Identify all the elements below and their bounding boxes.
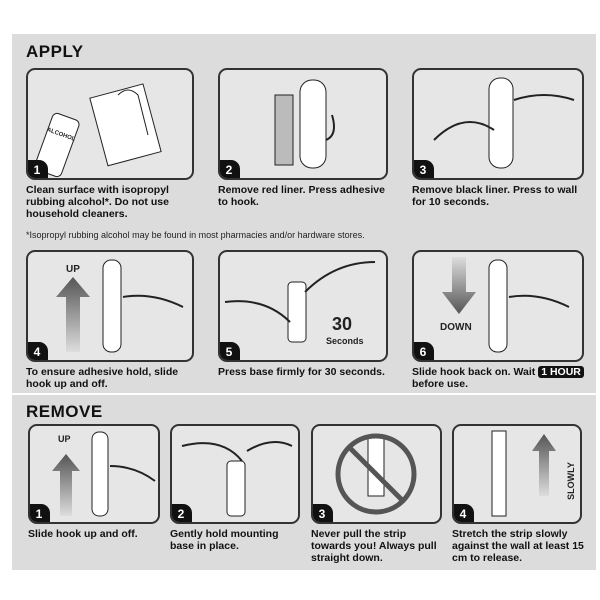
step-number: 6 [414,342,434,360]
remove-step-3-panel: 3 [311,424,442,524]
down-label: DOWN [440,322,472,333]
remove-step-3-text: Never pull the strip towards you! Always… [311,528,437,564]
one-hour-badge: 1 HOUR [538,366,584,378]
up-label: UP [66,264,80,275]
remove-step-4-text: Stretch the strip slowly against the wal… [452,528,584,564]
remove-step-1-panel: UP 1 [28,424,160,524]
step-number: 3 [414,160,434,178]
footnote: *Isopropyl rubbing alcohol may be found … [26,230,365,240]
step-number: 2 [220,160,240,178]
press-base-illustration [224,261,376,343]
apply-step-3-panel: 3 [412,68,584,180]
step-number: 2 [172,504,192,522]
slide-down-illustration [442,257,570,353]
step-number: 4 [28,342,48,360]
apply-step-1-text: Clean surface with isopropyl rubbing alc… [26,184,169,220]
hold-base-illustration [181,441,293,517]
slide-up-illustration [56,259,184,353]
clean-surface-illustration [34,83,162,178]
apply-step-6-text: Slide hook back on. Wait 1 HOUR before u… [412,366,584,390]
before-use-text: before use. [412,378,469,390]
step-number: 1 [28,160,48,178]
step-number: 5 [220,342,240,360]
hook-liner-illustration [274,79,335,169]
apply-step-4-panel: UP 4 [26,250,194,362]
slowly-label: SLOWLY [565,462,576,500]
wait-text: Slide hook back on. Wait [412,366,536,378]
apply-step-1-panel: ALCOHOL 1 [26,68,194,180]
remove-step-1-text: Slide hook up and off. [28,528,138,540]
remove-step-2-panel: 2 [170,424,300,524]
apply-step-4-text: To ensure adhesive hold, slide hook up a… [26,366,179,390]
timer-number: 30 [332,314,353,334]
apply-step-5-panel: 30 Seconds 5 [218,250,388,362]
stretch-strip-illustration [491,430,556,517]
remove-step-4-panel: SLOWLY 4 [452,424,582,524]
remove-step-2-text: Gently hold mounting base in place. [170,528,279,552]
step-number: 1 [30,504,50,522]
apply-heading: APPLY [26,42,84,61]
slide-up-illustration [52,431,156,517]
step-number: 3 [313,504,333,522]
apply-step-2-text: Remove red liner. Press adhesive to hook… [218,184,385,208]
timer-unit: Seconds [326,336,364,346]
press-to-wall-illustration [433,77,575,169]
up-label: UP [58,434,71,444]
step-number: 4 [454,504,474,522]
apply-step-3-text: Remove black liner. Press to wall for 10… [412,184,578,208]
apply-step-6-panel: DOWN 6 [412,250,584,362]
apply-step-5-text: Press base firmly for 30 seconds. [218,366,385,378]
prohibited-pull-illustration [335,433,417,515]
apply-step-2-panel: 2 [218,68,388,180]
remove-heading: REMOVE [26,402,103,421]
section-divider [12,393,596,395]
